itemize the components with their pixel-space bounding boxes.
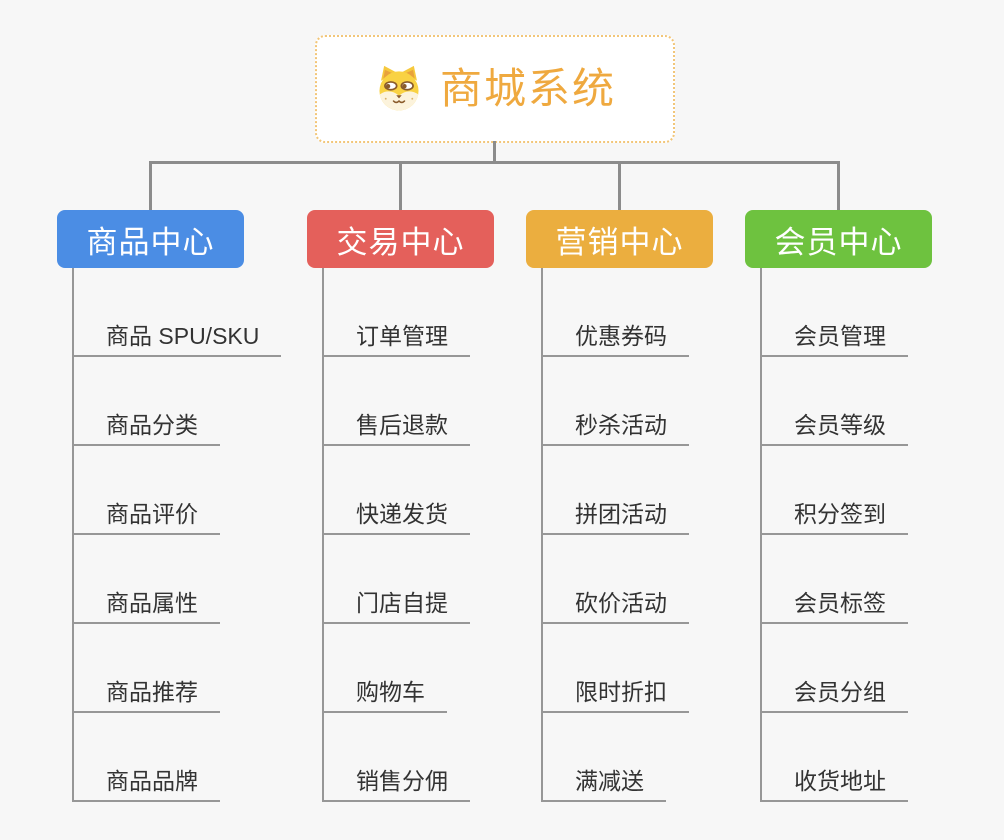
child-node[interactable]: 快递发货 <box>324 446 537 535</box>
branch-product-center: 商品中心 商品 SPU/SKU 商品分类 商品评价 商品属性 商品推荐 商品品牌 <box>57 210 287 802</box>
child-node[interactable]: 售后退款 <box>324 357 537 446</box>
child-node[interactable]: 购物车 <box>324 624 537 713</box>
child-node-label: 收货地址 <box>762 770 908 802</box>
child-node-label: 订单管理 <box>324 325 470 357</box>
child-node-label: 会员标签 <box>762 592 908 624</box>
child-node[interactable]: 商品 SPU/SKU <box>74 268 287 357</box>
branch-trade-center: 交易中心 订单管理 售后退款 快递发货 门店自提 购物车 销售分佣 <box>307 210 537 802</box>
child-node[interactable]: 商品属性 <box>74 535 287 624</box>
branch-member-center: 会员中心 会员管理 会员等级 积分签到 会员标签 会员分组 收货地址 <box>745 210 975 802</box>
child-node-label: 商品评价 <box>74 503 220 535</box>
child-node-label: 销售分佣 <box>324 770 470 802</box>
child-node-label: 会员管理 <box>762 325 908 357</box>
dog-face-icon <box>374 62 424 117</box>
child-node[interactable]: 会员分组 <box>762 624 975 713</box>
connector-drop-member <box>837 161 840 210</box>
branch-node-marketing-center[interactable]: 营销中心 <box>526 210 713 268</box>
connector-drop-marketing <box>618 161 621 210</box>
connector-root-stem <box>493 141 496 162</box>
child-node-label: 门店自提 <box>324 592 470 624</box>
child-node[interactable]: 商品分类 <box>74 357 287 446</box>
connector-horizontal <box>149 161 840 164</box>
child-node-label: 商品推荐 <box>74 681 220 713</box>
child-node-label: 商品属性 <box>74 592 220 624</box>
child-node-label: 购物车 <box>324 681 447 713</box>
child-node[interactable]: 拼团活动 <box>543 446 756 535</box>
child-node[interactable]: 积分签到 <box>762 446 975 535</box>
branch-children-trade: 订单管理 售后退款 快递发货 门店自提 购物车 销售分佣 <box>322 268 537 802</box>
connector-drop-product <box>149 161 152 210</box>
child-node-label: 满减送 <box>543 770 666 802</box>
child-node-label: 会员等级 <box>762 414 908 446</box>
child-node-label: 商品 SPU/SKU <box>74 325 282 357</box>
child-node-label: 优惠券码 <box>543 325 689 357</box>
branch-node-trade-center[interactable]: 交易中心 <box>307 210 494 268</box>
child-node-label: 秒杀活动 <box>543 414 689 446</box>
child-node[interactable]: 收货地址 <box>762 713 975 802</box>
root-node-mall-system[interactable]: 商城系统 <box>315 35 675 143</box>
child-node-label: 砍价活动 <box>543 592 689 624</box>
child-node[interactable]: 会员标签 <box>762 535 975 624</box>
child-node[interactable]: 限时折扣 <box>543 624 756 713</box>
branch-marketing-center: 营销中心 优惠券码 秒杀活动 拼团活动 砍价活动 限时折扣 满减送 <box>526 210 756 802</box>
child-node-label: 限时折扣 <box>543 681 689 713</box>
child-node[interactable]: 优惠券码 <box>543 268 756 357</box>
branch-children-product: 商品 SPU/SKU 商品分类 商品评价 商品属性 商品推荐 商品品牌 <box>72 268 287 802</box>
child-node[interactable]: 商品推荐 <box>74 624 287 713</box>
branch-children-member: 会员管理 会员等级 积分签到 会员标签 会员分组 收货地址 <box>760 268 975 802</box>
child-node-label: 售后退款 <box>324 414 470 446</box>
child-node-label: 拼团活动 <box>543 503 689 535</box>
child-node[interactable]: 会员等级 <box>762 357 975 446</box>
child-node[interactable]: 订单管理 <box>324 268 537 357</box>
child-node[interactable]: 会员管理 <box>762 268 975 357</box>
branch-node-member-center[interactable]: 会员中心 <box>745 210 932 268</box>
child-node[interactable]: 秒杀活动 <box>543 357 756 446</box>
root-node-title: 商城系统 <box>439 65 616 112</box>
child-node[interactable]: 砍价活动 <box>543 535 756 624</box>
child-node-label: 商品分类 <box>74 414 220 446</box>
branch-node-product-center[interactable]: 商品中心 <box>57 210 244 268</box>
child-node[interactable]: 商品评价 <box>74 446 287 535</box>
child-node-label: 积分签到 <box>762 503 908 535</box>
child-node-label: 快递发货 <box>324 503 470 535</box>
child-node-label: 商品品牌 <box>74 770 220 802</box>
connector-drop-trade <box>399 161 402 210</box>
child-node-label: 会员分组 <box>762 681 908 713</box>
child-node[interactable]: 销售分佣 <box>324 713 537 802</box>
child-node[interactable]: 门店自提 <box>324 535 537 624</box>
child-node[interactable]: 满减送 <box>543 713 756 802</box>
child-node[interactable]: 商品品牌 <box>74 713 287 802</box>
branch-children-marketing: 优惠券码 秒杀活动 拼团活动 砍价活动 限时折扣 满减送 <box>541 268 756 802</box>
